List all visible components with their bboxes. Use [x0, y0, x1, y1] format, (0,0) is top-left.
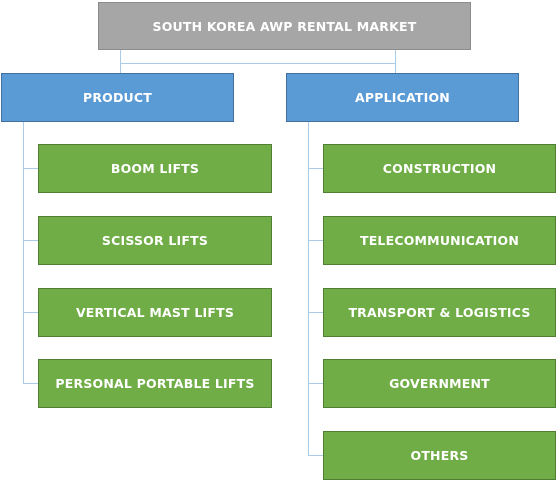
connector-application-item-3	[308, 383, 323, 384]
connector-application-item-1	[308, 240, 323, 241]
leaf-node-telecommunication: TELECOMMUNICATION	[323, 216, 556, 265]
category-node-product: PRODUCT	[1, 73, 234, 122]
connector-application-drop	[395, 63, 396, 73]
leaf-node-scissor-lifts: SCISSOR LIFTS	[38, 216, 272, 265]
connector-root-bar	[120, 63, 396, 64]
connector-product-item-2	[23, 312, 38, 313]
connector-product-item-1	[23, 240, 38, 241]
leaf-node-government: GOVERNMENT	[323, 359, 556, 408]
leaf-node-personal-portable-lifts: PERSONAL PORTABLE LIFTS	[38, 359, 272, 408]
connector-root-stem-left	[120, 50, 121, 64]
connector-product-drop	[120, 63, 121, 73]
connector-application-item-2	[308, 312, 323, 313]
connector-root-stem-right	[395, 50, 396, 64]
category-node-application: APPLICATION	[286, 73, 519, 122]
connector-product-item-3	[23, 383, 38, 384]
connector-product-trunk	[23, 122, 24, 384]
leaf-node-boom-lifts: BOOM LIFTS	[38, 144, 272, 193]
connector-application-trunk	[308, 122, 309, 456]
leaf-node-construction: CONSTRUCTION	[323, 144, 556, 193]
leaf-node-transport-logistics: TRANSPORT & LOGISTICS	[323, 288, 556, 337]
leaf-node-vertical-mast-lifts: VERTICAL MAST LIFTS	[38, 288, 272, 337]
connector-product-item-0	[23, 168, 38, 169]
connector-application-item-0	[308, 168, 323, 169]
leaf-node-others: OTHERS	[323, 431, 556, 480]
root-node-title: SOUTH KOREA AWP RENTAL MARKET	[98, 2, 471, 50]
connector-application-item-4	[308, 455, 323, 456]
